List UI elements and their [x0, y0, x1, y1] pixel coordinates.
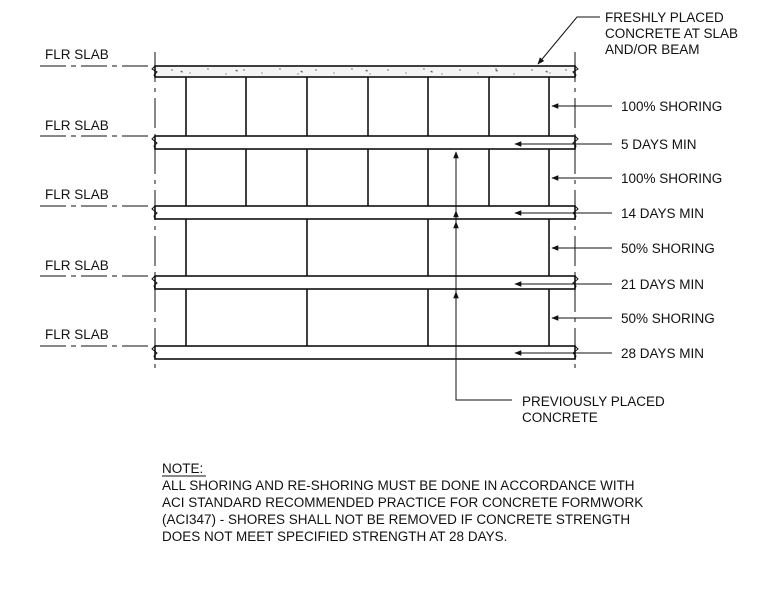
note-line-4: DOES NOT MEET SPECIFIED STRENGTH AT 28 D… — [162, 529, 507, 544]
slab-level-3 — [154, 205, 576, 220]
slab-label-1: FLR SLAB — [45, 47, 109, 62]
lower-slabs — [154, 135, 576, 360]
slab-labels: FLR SLAB FLR SLAB FLR SLAB FLR SLAB FLR … — [45, 47, 109, 342]
right-callout-labels: 100% SHORING 5 DAYS MIN 100% SHORING 14 … — [621, 99, 722, 361]
fresh-concrete-label-line-1: FRESHLY PLACED — [605, 10, 724, 25]
shoring-label-4: 50% SHORING — [621, 311, 715, 326]
slab-label-2: FLR SLAB — [45, 118, 109, 133]
fresh-concrete-callout: FRESHLY PLACED CONCRETE AT SLAB AND/OR B… — [537, 10, 738, 65]
note-line-2: ACI STANDARD RECOMMENDED PRACTICE FOR CO… — [162, 495, 643, 510]
previous-concrete-label-line-1: PREVIOUSLY PLACED — [522, 394, 665, 409]
slab-label-5: FLR SLAB — [45, 327, 109, 342]
shores-level-3 — [185, 219, 550, 276]
fresh-concrete-label-line-3: AND/OR BEAM — [605, 42, 700, 57]
days-label-1: 5 DAYS MIN — [621, 137, 697, 152]
slab-label-3: FLR SLAB — [45, 187, 109, 202]
fresh-concrete-label-line-2: CONCRETE AT SLAB — [605, 26, 738, 41]
fresh-concrete-slab — [154, 65, 576, 78]
fresh-concrete-leader — [537, 16, 600, 65]
right-callout-leaders — [514, 103, 612, 356]
note-line-1: ALL SHORING AND RE-SHORING MUST BE DONE … — [162, 478, 635, 493]
shoring-label-1: 100% SHORING — [621, 99, 722, 114]
note-line-3: (ACI347) - SHORES SHALL NOT BE REMOVED I… — [162, 512, 630, 527]
slab-level-4 — [154, 275, 576, 290]
previous-concrete-label-line-2: CONCRETE — [522, 410, 598, 425]
concrete-stipple — [171, 68, 567, 75]
previous-concrete-callout: PREVIOUSLY PLACED CONCRETE — [453, 151, 665, 425]
days-label-4: 28 DAYS MIN — [621, 346, 704, 361]
slab-level-2 — [154, 135, 576, 150]
note-block: NOTE: ALL SHORING AND RE-SHORING MUST BE… — [162, 461, 643, 544]
top-slab — [154, 65, 576, 78]
shoring-label-2: 100% SHORING — [621, 171, 722, 186]
days-label-3: 21 DAYS MIN — [621, 277, 704, 292]
shoring-label-3: 50% SHORING — [621, 241, 715, 256]
shores-level-2 — [185, 149, 550, 206]
slab-leader-lines — [40, 65, 148, 347]
shores-level-4 — [185, 289, 550, 346]
days-label-2: 14 DAYS MIN — [621, 206, 704, 221]
shores-level-1 — [185, 77, 550, 136]
slab-level-5 — [154, 345, 576, 360]
slab-label-4: FLR SLAB — [45, 258, 109, 273]
note-heading: NOTE: — [162, 461, 203, 476]
